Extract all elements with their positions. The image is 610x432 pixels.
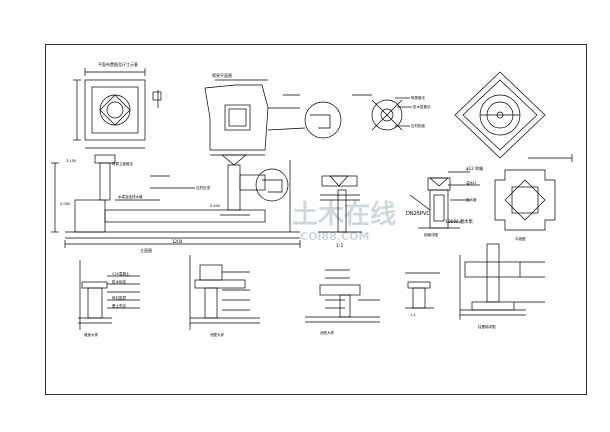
wall-detail-c — [305, 269, 380, 323]
detail-text-4: 素土夯实 — [112, 303, 126, 308]
bottom-d-label: 1-1 — [410, 313, 416, 317]
label-c2: 防水层做法 — [413, 104, 431, 109]
elev-note-3: 石材压顶 — [196, 185, 210, 190]
pipe-label-4: 溢水口 — [466, 180, 477, 185]
pipe-label-1: φ12 喷嘴 — [466, 165, 483, 171]
fountain-plan-square — [73, 68, 162, 149]
watermark-en: COI88.COM — [300, 230, 369, 243]
elev-height-2: 2.400 — [210, 204, 220, 208]
fountain-plan-irregular — [204, 79, 342, 156]
plan-b-title: 喷泉平面图 — [212, 72, 232, 78]
wall-detail-a — [78, 260, 140, 330]
section-g — [409, 171, 480, 229]
elev-level: 0.000 — [60, 202, 70, 206]
plan-c-label: 平面图 — [515, 236, 526, 241]
square-diamond-plan — [494, 154, 573, 231]
pipe-label-2: DN25PVC — [406, 211, 430, 217]
label-c1: 喷泉做法 — [411, 95, 425, 100]
detail-text-3: 碎石垫层 — [112, 295, 126, 300]
wall-detail-d — [405, 272, 440, 309]
plan-a-title: 平面布置图及尺寸示意 — [98, 61, 138, 67]
fountain-elevation — [51, 154, 301, 248]
section-g-title: 剖面详图 — [424, 232, 438, 237]
detail-text-1: C20混凝土 — [112, 271, 130, 276]
section-f-label: 1-1 — [336, 243, 343, 249]
section-e — [318, 175, 362, 233]
column-foundation — [459, 243, 545, 320]
sheet-border — [45, 44, 587, 395]
elev-note-2: 水泵及给排水管 — [118, 194, 143, 199]
label-c3: 石材贴面 — [411, 123, 425, 128]
pipe-label-5: 进水管 — [466, 197, 477, 202]
detail-text-2: 防水砂浆 — [112, 279, 126, 284]
elev-width: 1200 — [172, 239, 183, 244]
pipe-label-3: 100W 潜水泵 — [445, 218, 473, 225]
elev-height: 3.150 — [66, 159, 76, 163]
bottom-b-label: 池壁大样 — [210, 332, 224, 337]
bottom-a-label: 墙身大样 — [84, 332, 98, 337]
circle-detail — [352, 94, 412, 131]
wall-detail-b — [189, 255, 260, 330]
elev-title: 立面图 — [140, 247, 152, 253]
elev-note-1: 喷泉立面做法 — [112, 161, 133, 166]
bottom-c-label: 池底大样 — [320, 330, 334, 335]
watermark-cn: 土木在线 — [292, 200, 396, 230]
watermark: 土木在线 COI88.COM — [292, 200, 396, 243]
bottom-e-label: 柱基础详图 — [478, 324, 496, 329]
diamond-plan — [454, 71, 546, 159]
